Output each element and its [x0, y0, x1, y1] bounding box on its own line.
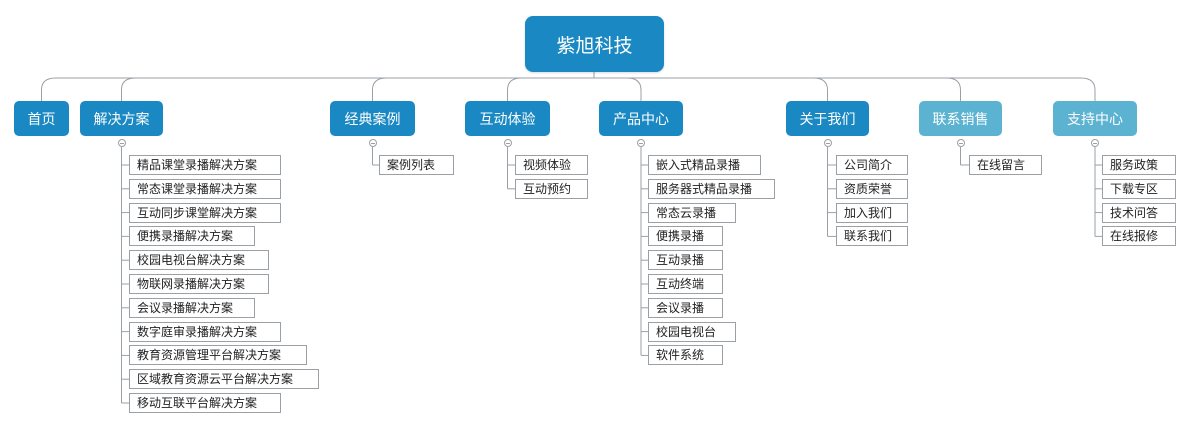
category-connector [121, 77, 136, 101]
leaf-node[interactable]: 移动互联平台解决方案 [129, 393, 281, 413]
leaf-node[interactable]: 资质荣誉 [836, 178, 908, 199]
collapse-toggle-icon[interactable] [368, 139, 377, 147]
leaf-node[interactable]: 联系我们 [836, 226, 908, 247]
category-node[interactable]: 解决方案 [80, 101, 163, 136]
leaf-node[interactable]: 服务器式精品录播 [648, 178, 775, 199]
leaf-node[interactable]: 常态云录播 [648, 202, 736, 223]
collapse-toggle-icon[interactable] [956, 139, 965, 147]
category-node[interactable]: 支持中心 [1053, 101, 1137, 136]
leaf-node[interactable]: 案例列表 [379, 155, 454, 175]
category-connector [41, 77, 56, 101]
leaf-node[interactable]: 嵌入式精品录播 [648, 155, 761, 175]
leaf-node[interactable]: 加入我们 [836, 202, 908, 223]
leaf-node[interactable]: 数字庭审录播解决方案 [129, 321, 281, 342]
leaf-node[interactable]: 教育资源管理平台解决方案 [129, 345, 307, 366]
leaf-node[interactable]: 会议录播 [648, 297, 723, 318]
leaf-node[interactable]: 互动终端 [648, 274, 723, 294]
leaf-node[interactable]: 便携录播解决方案 [129, 226, 255, 247]
leaf-node[interactable]: 常态课堂录播解决方案 [129, 178, 281, 199]
category-node[interactable]: 首页 [14, 101, 69, 136]
leaf-node[interactable]: 技术问答 [1102, 202, 1176, 223]
category-connector [813, 77, 828, 101]
root-node: 紫旭科技 [525, 16, 664, 72]
category-node[interactable]: 经典案例 [330, 101, 415, 136]
leaf-node[interactable]: 公司简介 [836, 155, 908, 175]
leaf-node[interactable]: 在线留言 [969, 155, 1042, 175]
collapse-toggle-icon[interactable] [1091, 139, 1099, 147]
collapse-toggle-icon[interactable] [117, 139, 126, 147]
leaf-node[interactable]: 便携录播 [648, 226, 723, 247]
collapse-toggle-icon[interactable] [503, 139, 512, 147]
leaf-node[interactable]: 校园电视台解决方案 [129, 250, 269, 271]
leaf-node[interactable]: 物联网录播解决方案 [129, 274, 269, 294]
category-node[interactable]: 联系销售 [919, 101, 1002, 136]
leaf-node[interactable]: 精品课堂录播解决方案 [129, 155, 281, 175]
category-node[interactable]: 产品中心 [599, 101, 683, 136]
category-connector [1080, 77, 1096, 101]
leaf-node[interactable]: 区域教育资源云平台解决方案 [129, 369, 319, 390]
leaf-node[interactable]: 互动预约 [515, 178, 588, 199]
category-connector [946, 77, 961, 101]
leaf-node[interactable]: 会议录播解决方案 [129, 297, 255, 318]
collapse-toggle-icon[interactable] [823, 139, 832, 147]
leaf-node[interactable]: 服务政策 [1102, 155, 1176, 175]
collapse-toggle-icon[interactable] [637, 139, 645, 147]
leaf-node[interactable]: 软件系统 [648, 345, 723, 366]
leaf-node[interactable]: 互动同步课堂解决方案 [129, 202, 281, 223]
category-connector [507, 77, 522, 101]
leaf-node[interactable]: 视频体验 [515, 155, 588, 175]
category-node[interactable]: 互动体验 [465, 101, 550, 136]
category-connector [626, 77, 642, 101]
leaf-node[interactable]: 在线报修 [1102, 226, 1176, 247]
category-connector [372, 77, 387, 101]
category-node[interactable]: 关于我们 [786, 101, 869, 136]
leaf-node[interactable]: 下载专区 [1102, 178, 1176, 199]
leaf-node[interactable]: 互动录播 [648, 250, 723, 271]
leaf-node[interactable]: 校园电视台 [648, 321, 736, 342]
